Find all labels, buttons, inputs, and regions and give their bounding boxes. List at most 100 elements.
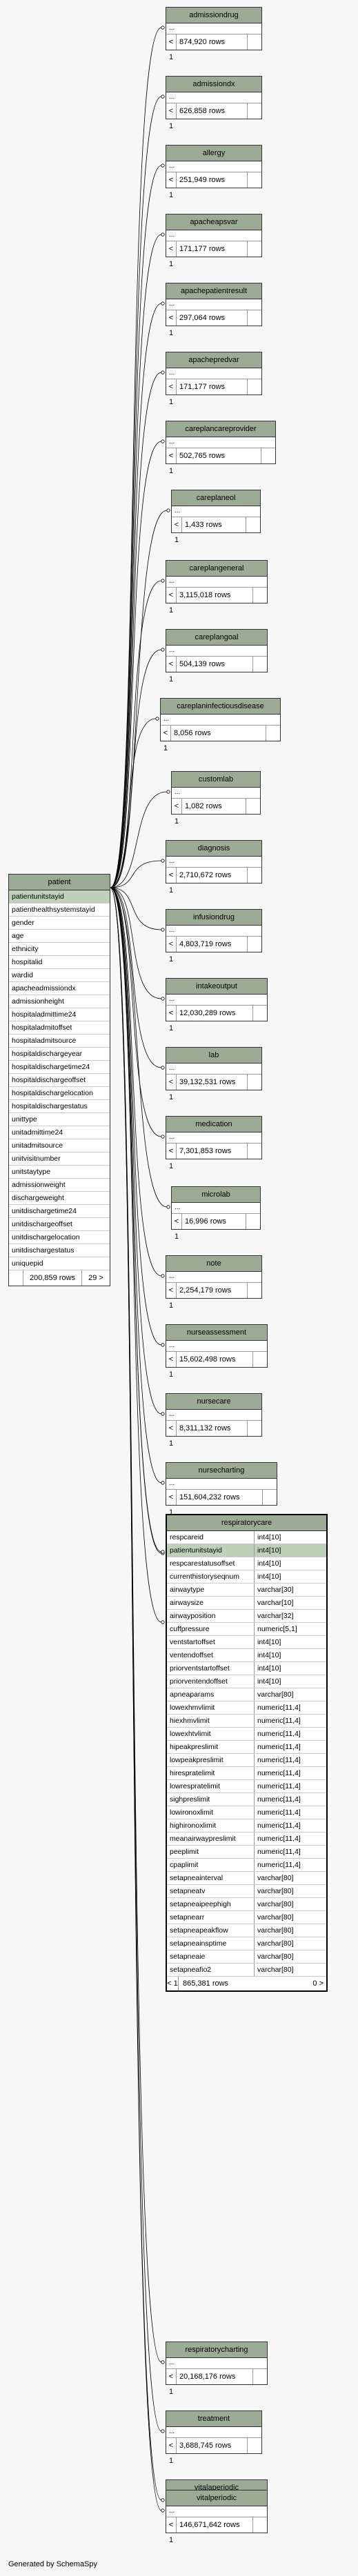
table-title[interactable]: respiratorycharting [166,2342,267,2358]
table-ellipsis: ... [172,788,260,799]
table-title[interactable]: careplancareprovider [166,421,275,437]
relationship-edge [110,887,168,1208]
table-title[interactable]: careplaneol [172,490,260,506]
table-title[interactable]: apachepatientresult [166,283,261,299]
table-title[interactable]: admissiondrug [166,8,261,23]
table-ellipsis: ... [172,1203,260,1214]
table-ellipsis: ... [166,368,261,379]
table-title[interactable]: lab [166,1048,261,1064]
table-row-count: 8,311,132 rows [179,1424,231,1432]
table-title[interactable]: microlab [172,1187,260,1203]
table-title[interactable]: intakeoutput [166,979,267,995]
relationship-edge [110,887,162,1552]
table-title[interactable]: diagnosis [166,841,261,857]
patient-table-title[interactable]: patient [9,875,110,890]
table-title[interactable]: infusiondrug [166,910,261,926]
table-title[interactable]: vitalperiodic [166,2490,267,2506]
relationship-edge [110,887,162,1137]
column-name: setapneatv [167,1885,255,1897]
patient-column: gender [9,917,110,930]
patient-children-count[interactable]: 29 > [88,1274,103,1282]
table-title[interactable]: nursecare [166,1394,261,1410]
edge-endpoint-marker [161,859,165,863]
patient-column: hospitaldischargetime24 [9,1061,110,1074]
column-type: numeric[11,4] [257,1717,301,1725]
table-title[interactable]: apacheapsvar [166,214,261,230]
patient-column: unitdischargetime24 [9,1205,110,1218]
table-title[interactable]: treatment [166,2411,261,2427]
relationship-edge [110,887,162,1346]
table-title[interactable]: allergy [166,146,261,161]
table-row-count: 251,949 rows [179,176,226,184]
column-type: int4[10] [257,1559,281,1568]
table-title[interactable]: admissiondx [166,77,261,92]
relationship-edge [110,887,162,1277]
table-title[interactable]: note [166,1256,261,1272]
table-title[interactable]: medication [166,1117,261,1132]
table-title[interactable]: nurseassessment [166,1325,267,1341]
edge-endpoint-marker [161,1274,165,1278]
patient-column: unitdischargeoffset [9,1218,110,1231]
respiratorycare-table-title[interactable]: respiratorycare [167,1515,326,1531]
edge-endpoint-marker [161,370,165,375]
table-title[interactable]: apachepredvar [166,352,261,368]
edge-endpoint-marker [161,579,165,583]
table-row-count: 16,996 rows [185,1217,226,1226]
column-type: int4[10] [257,1677,281,1686]
column-name: setapneafio2 [167,1964,255,1976]
table-ellipsis: ... [166,646,267,657]
respiratorycare-children-count[interactable]: 0 > [312,1979,324,1988]
table-title[interactable]: nursecharting [166,1463,277,1479]
edge-endpoint-marker [161,997,165,1001]
column-type: int4[10] [257,1638,281,1646]
table-title[interactable]: careplaninfectiousdisease [161,699,280,715]
table-title[interactable]: customlab [172,772,260,788]
table-title[interactable]: careplangoal [166,630,267,646]
patient-column: patienthealthsystemstayid [9,903,110,917]
column-name: setapneaie [167,1950,255,1963]
column-name: peeplimit [167,1846,255,1858]
relationship-edge [110,887,162,1623]
table-title[interactable]: careplangeneral [166,561,267,577]
